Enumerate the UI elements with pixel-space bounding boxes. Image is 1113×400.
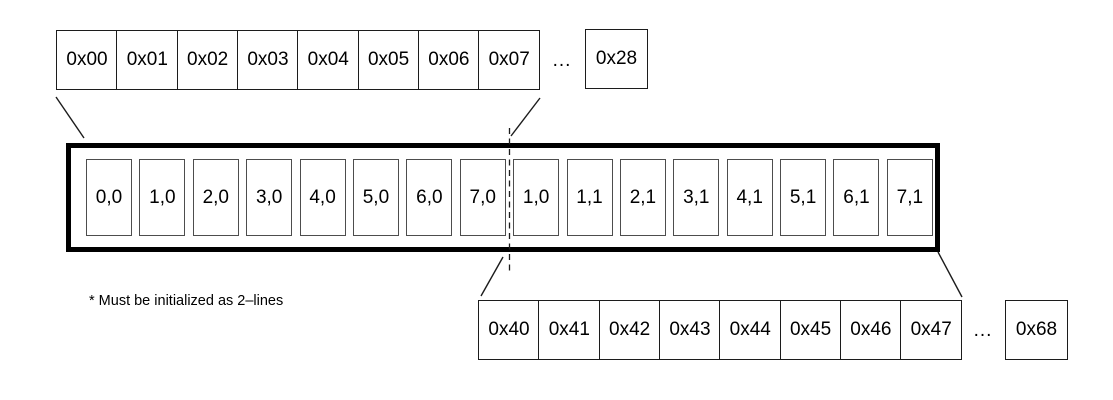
buffer-cell: 2,1: [619, 159, 666, 236]
connector-bottom-left-line: [480, 256, 504, 297]
buffer-cell: 7,0: [459, 159, 506, 236]
buffer-cell: 6,1: [833, 159, 880, 236]
address-cell: 0x40: [478, 300, 540, 360]
top-ellipsis: ...: [552, 50, 572, 71]
address-cell: 0x02: [176, 30, 239, 90]
connector-bottom-right-line: [937, 251, 963, 298]
footnote: * Must be initialized as 2–lines: [89, 293, 284, 309]
buffer-cell: 1,0: [139, 159, 186, 236]
buffer-cell: 4,0: [299, 159, 346, 236]
buffer-cell: 1,1: [566, 159, 613, 236]
address-cell: 0x45: [779, 300, 842, 360]
address-cell: 0x04: [297, 30, 360, 90]
buffer-cell: 5,1: [780, 159, 827, 236]
address-cell: 0x42: [598, 300, 661, 360]
address-cell: 0x01: [116, 30, 179, 90]
buffer-cell: 0,0: [86, 159, 132, 236]
address-cell: 0x07: [478, 30, 541, 90]
address-cell: 0x06: [417, 30, 480, 90]
buffer-cell: 2,0: [192, 159, 239, 236]
address-cell: 0x00: [56, 30, 118, 90]
connector-top-left-line: [55, 96, 85, 139]
buffer-cell: 1,0: [513, 159, 560, 236]
buffer-cell: 4,1: [726, 159, 773, 236]
address-cell: 0x44: [719, 300, 782, 360]
bottom-extra-address-box: 0x68: [1005, 300, 1068, 360]
buffer-cell: 7,1: [886, 159, 933, 236]
address-cell: 0x03: [236, 30, 299, 90]
address-cell: 0x05: [357, 30, 420, 90]
address-cell: 0x47: [900, 300, 963, 360]
buffer-cell: 5,0: [352, 159, 399, 236]
address-cell: 0x43: [658, 300, 721, 360]
buffer-cell: 3,1: [673, 159, 720, 236]
bottom-ellipsis: ...: [973, 320, 993, 341]
address-cell: 0x46: [839, 300, 902, 360]
top-extra-address-box: 0x28: [585, 29, 648, 89]
buffer-cell: 6,0: [406, 159, 453, 236]
connector-top-right-line: [510, 97, 541, 137]
address-cell: 0x41: [538, 300, 601, 360]
buffer-cell: 3,0: [246, 159, 293, 236]
